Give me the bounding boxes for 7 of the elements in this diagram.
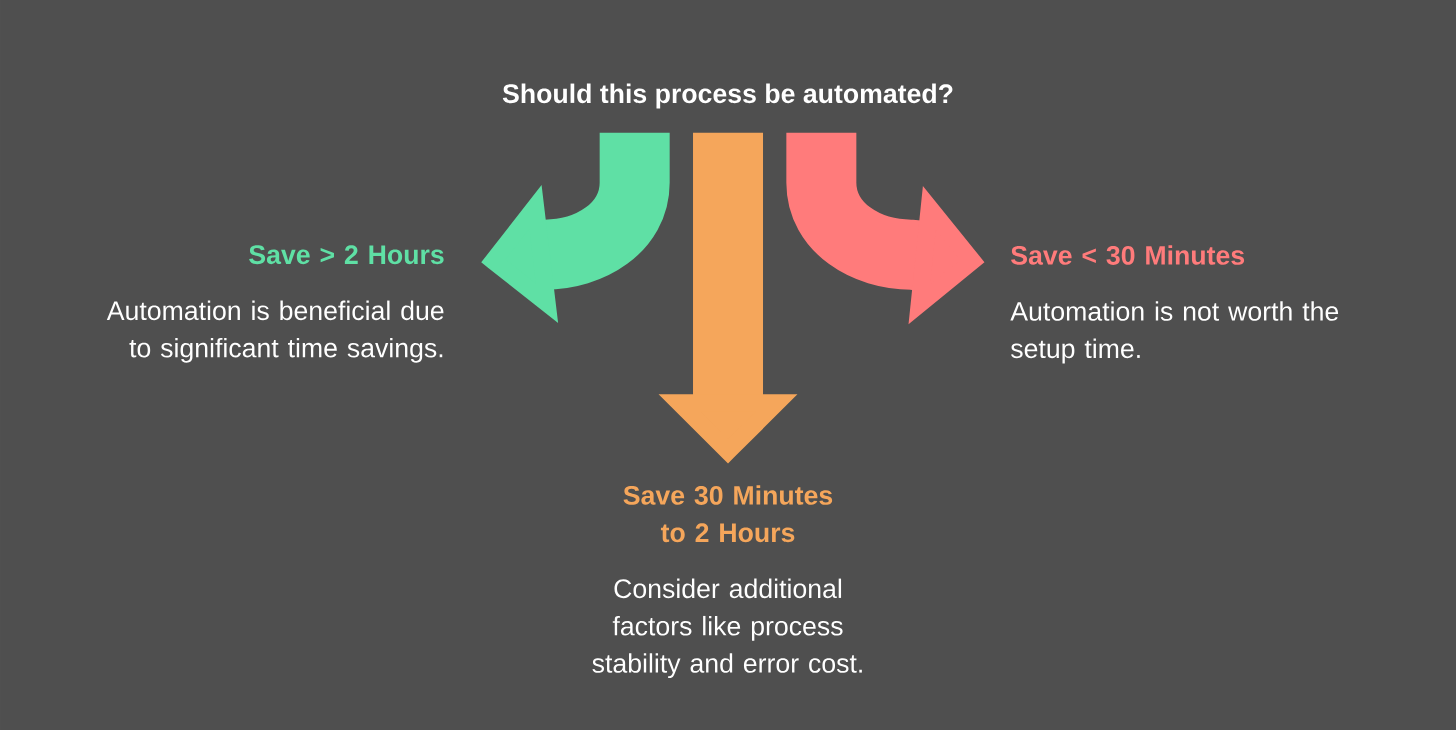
option-description: Consider additional factors like process stability and error cost.	[592, 578, 862, 679]
option-heading: Save < 30 Minutes	[1011, 245, 1245, 265]
option-description: Automation is not worth the setup time.	[1010, 301, 1339, 364]
question-text: Should this process be automated?	[502, 83, 953, 109]
option-heading: Save > 2 Hours	[249, 245, 444, 265]
option-heading: Save 30 Minutes to 2 Hours	[623, 485, 833, 543]
option-description: Automation is beneficial due to significant time savings.	[106, 300, 444, 363]
